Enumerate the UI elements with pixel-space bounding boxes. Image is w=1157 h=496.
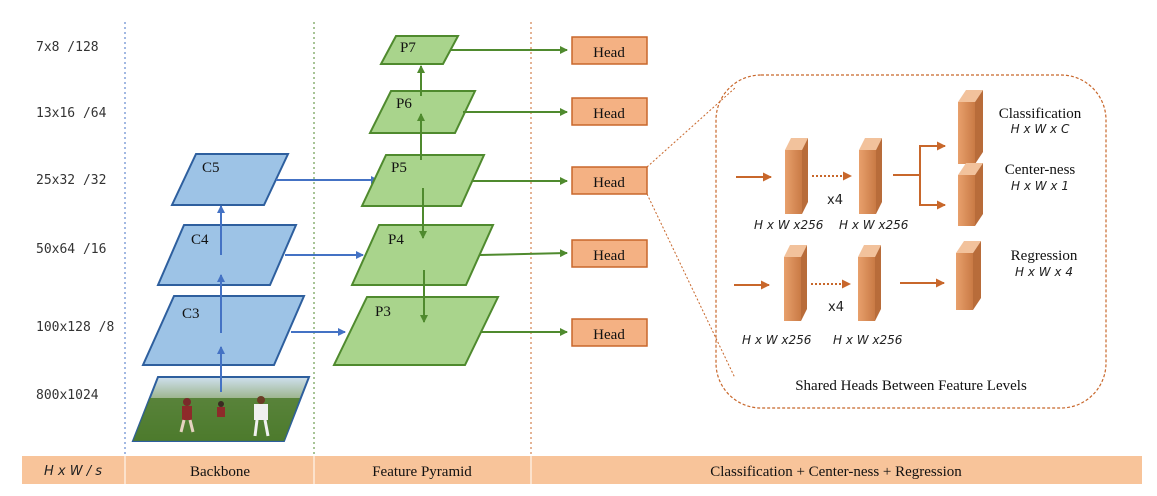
feat-label-cls-out: H x W x256 (839, 218, 909, 232)
footer-scale-header: H x W / s (44, 464, 102, 479)
input-image (131, 376, 311, 442)
footer-heads: Classification + Center-ness + Regressio… (710, 464, 962, 480)
output-block-centerness (958, 163, 983, 226)
head-box-p7: Head (571, 36, 648, 65)
scale-label-25x32: 25x32 /32 (36, 173, 106, 188)
head-box-p5: Head (571, 166, 648, 195)
pyramid-p7 (379, 35, 460, 65)
feat-label-reg-in: H x W x256 (742, 333, 812, 347)
regression-shape: H x W x 4 (1015, 265, 1073, 279)
pyramid-p4-label: P4 (388, 232, 404, 248)
fork-up (919, 141, 946, 175)
head-box-p4: Head (571, 239, 648, 268)
footer-backbone: Backbone (190, 464, 250, 480)
backbone-c5 (170, 153, 290, 206)
shared-heads-panel (715, 74, 1107, 409)
head-box-p6: Head (571, 97, 648, 126)
feature-block-cls-in (785, 138, 808, 214)
pyramid-p5 (360, 154, 486, 207)
classification-title: Classification (999, 106, 1082, 122)
repeat-label-cls: x4 (827, 193, 843, 208)
scale-label-13x16: 13x16 /64 (36, 106, 107, 121)
pyramid-p3 (332, 296, 500, 366)
head-label: Head (593, 327, 625, 343)
scale-label-50x64: 50x64 /16 (36, 242, 106, 257)
pyramid-p6-label: P6 (396, 96, 412, 112)
pyramid-p6 (368, 90, 477, 134)
head-label: Head (593, 175, 625, 191)
backbone-c4 (156, 224, 298, 286)
fork-down (919, 175, 946, 210)
head-box-p3: Head (571, 318, 648, 347)
head-label: Head (593, 106, 625, 122)
scale-label-800x1024: 800x1024 (36, 388, 99, 403)
feature-block-reg-out (858, 245, 881, 321)
pyramid-p5-label: P5 (391, 160, 407, 176)
regression-title: Regression (1011, 248, 1078, 264)
pyramid-p7-label: P7 (400, 40, 416, 56)
feat-label-reg-out: H x W x256 (833, 333, 903, 347)
arrow-p4-to-head (479, 249, 568, 258)
centerness-title: Center-ness (1005, 162, 1076, 178)
shared-heads-caption: Shared Heads Between Feature Levels (795, 378, 1027, 394)
backbone-c4-label: C4 (191, 232, 209, 248)
backbone-c3 (141, 295, 306, 366)
repeat-label-reg: x4 (828, 300, 844, 315)
head-label: Head (593, 248, 625, 264)
zoom-line-bottom (646, 193, 736, 379)
backbone-c3-label: C3 (182, 306, 200, 322)
pyramid-p4 (350, 224, 495, 286)
pyramid-p3-label: P3 (375, 304, 391, 320)
output-block-regression (956, 241, 981, 310)
classification-shape: H x W x C (1011, 122, 1070, 136)
footer-band (22, 456, 1142, 484)
feature-block-cls-out (859, 138, 882, 214)
output-block-classification (958, 90, 983, 164)
scale-label-100x128: 100x128 /8 (36, 320, 114, 335)
scale-label-7x8: 7x8 /128 (36, 40, 99, 55)
centerness-shape: H x W x 1 (1011, 179, 1069, 193)
footer-feature-pyramid: Feature Pyramid (372, 464, 472, 480)
feature-block-reg-in (784, 245, 807, 321)
zoom-line-top (646, 87, 736, 168)
backbone-c5-label: C5 (202, 160, 220, 176)
feat-label-cls-in: H x W x256 (754, 218, 824, 232)
head-label: Head (593, 45, 625, 61)
